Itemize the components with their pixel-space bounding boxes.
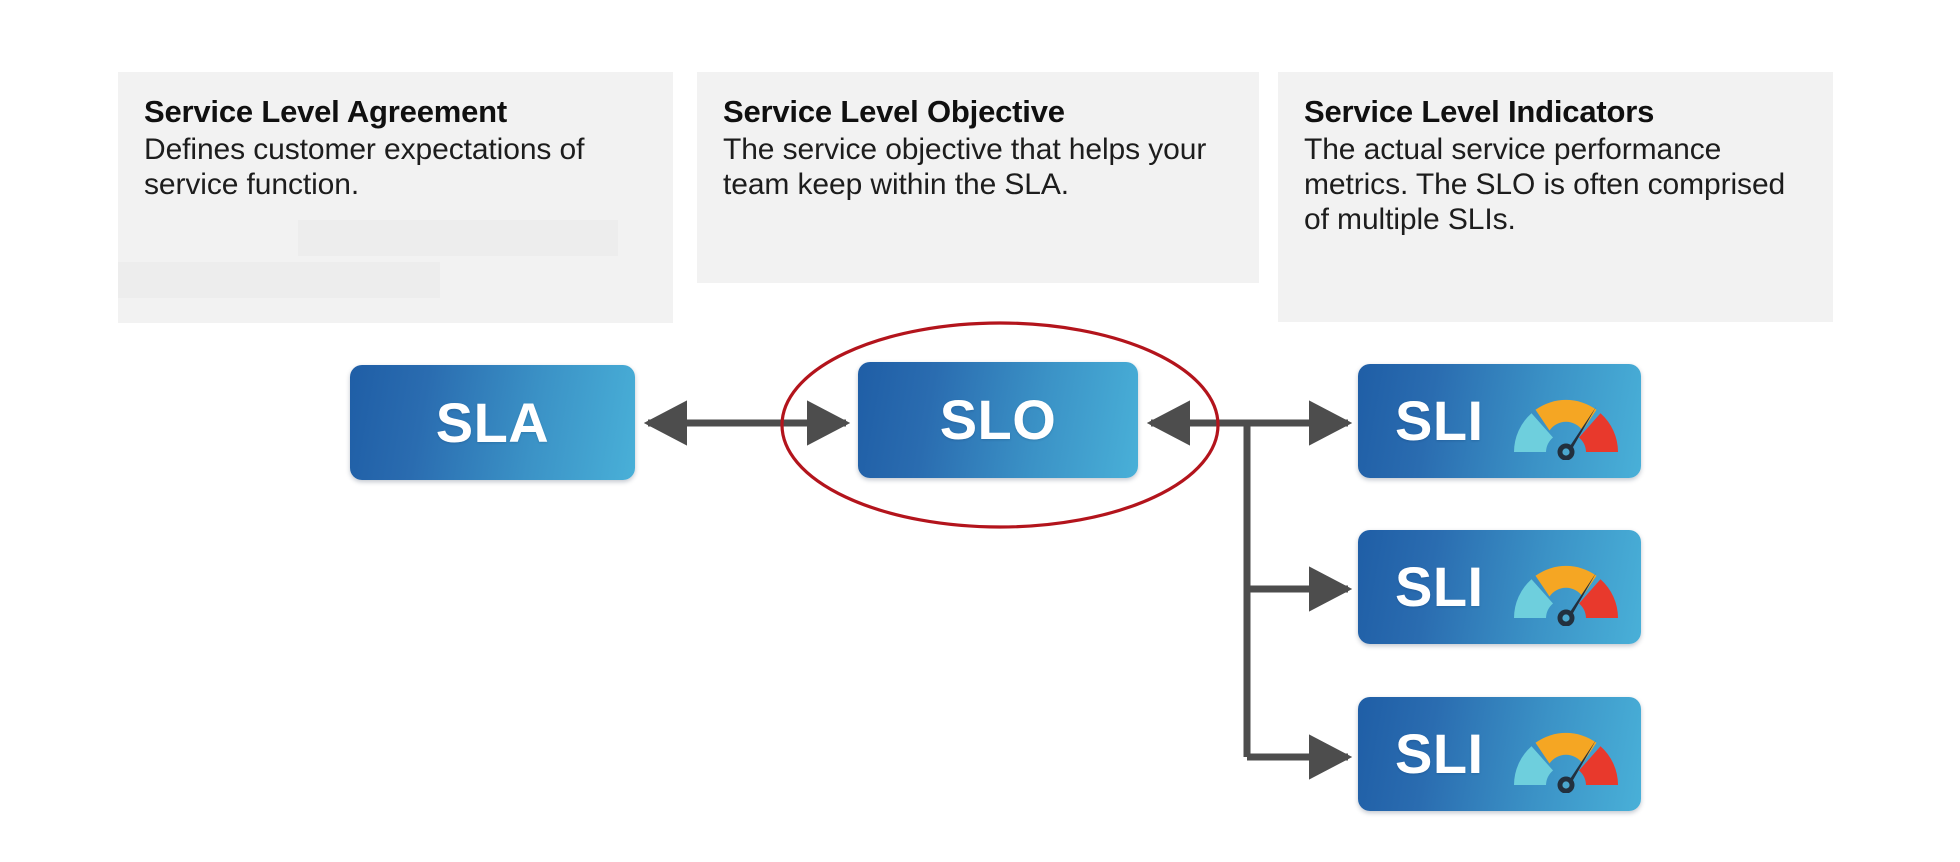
card-service-level-objective: Service Level Objective The service obje…: [697, 72, 1259, 283]
speedometer-gauge-icon: [1513, 399, 1618, 460]
card-service-level-agreement: Service Level Agreement Defines customer…: [118, 72, 673, 323]
card-body-slo: The service objective that helps your te…: [723, 132, 1207, 201]
card-title-slo: Service Level Objective: [723, 94, 1065, 129]
redaction-bar: [118, 262, 440, 298]
redaction-bar: [298, 220, 618, 256]
node-box-sli-3[interactable]: SLI: [1358, 697, 1641, 811]
node-label-slo: SLO: [939, 388, 1057, 451]
card-body-sla: Defines customer expectations of service…: [144, 132, 585, 201]
node-label-sli: SLI: [1395, 722, 1484, 785]
node-box-sli-1[interactable]: SLI: [1358, 364, 1641, 478]
speedometer-gauge-icon: [1513, 565, 1618, 626]
node-box-sla[interactable]: SLA: [350, 365, 635, 480]
node-label-sla: SLA: [435, 390, 550, 454]
node-label-sli: SLI: [1395, 555, 1484, 618]
node-box-sli-2[interactable]: SLI: [1358, 530, 1641, 644]
speedometer-gauge-icon: [1513, 732, 1618, 793]
card-body-sli: The actual service performance metrics. …: [1304, 132, 1786, 236]
node-box-slo[interactable]: SLO: [858, 362, 1138, 478]
card-title-sla: Service Level Agreement: [144, 94, 507, 129]
card-service-level-indicators: Service Level Indicators The actual serv…: [1278, 72, 1833, 322]
node-label-sli: SLI: [1395, 389, 1484, 452]
card-title-sli: Service Level Indicators: [1304, 94, 1655, 129]
